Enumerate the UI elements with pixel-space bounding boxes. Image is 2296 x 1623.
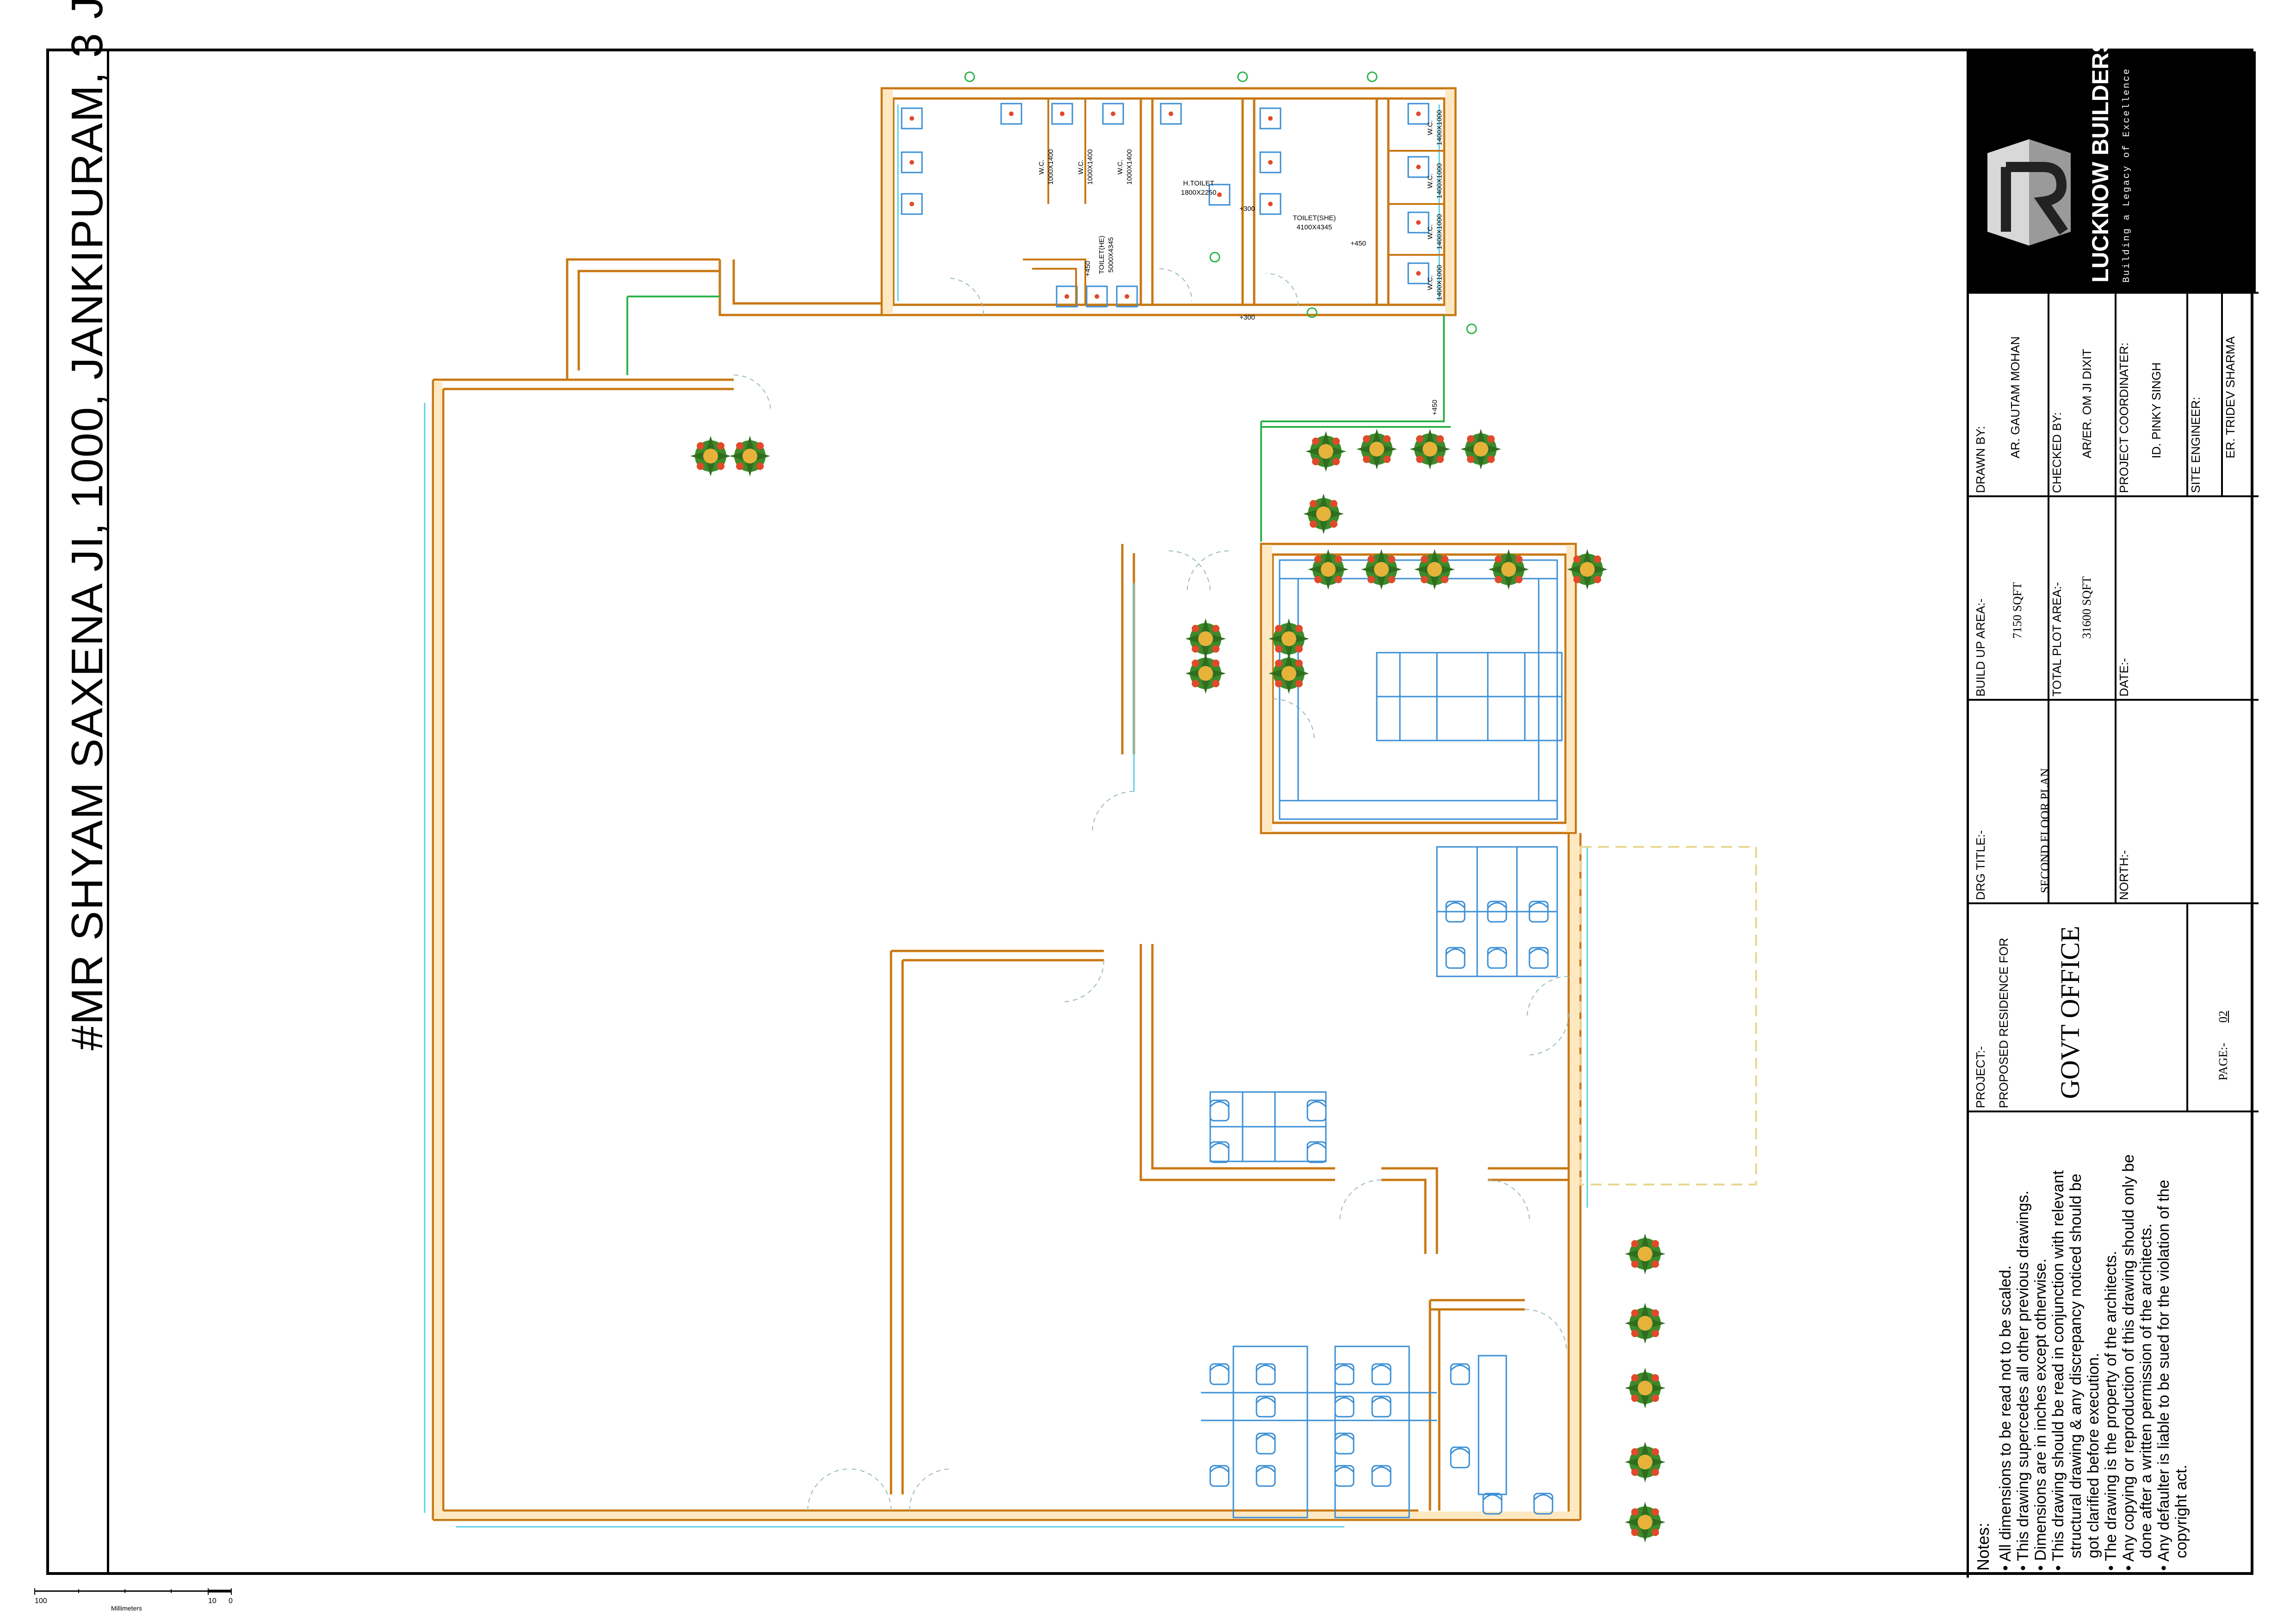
note-item: • Any copying or reproduction of this dr… (2120, 1154, 2137, 1571)
tb-divider (2115, 292, 2117, 902)
level-mark: +450 (1084, 261, 1092, 277)
phone-numbers: Office No:- 8810628933 , 9532736155 (2165, 102, 2177, 283)
note-item: • This drawing should be read in conjunc… (2049, 1170, 2067, 1571)
project-value: PROPOSED RESIDENCE FOR (1997, 938, 2011, 1108)
floor-plan: W.C. 1000X1400 W.C. 1000X1400 W.C. 1000X… (424, 71, 1757, 1543)
sanitary-fixtures (901, 103, 1430, 308)
email-address: Email:- lucknowbuildersoffice@gmail.com (2184, 68, 2196, 283)
note-item: • All dimensions to be read not to be sc… (1997, 1265, 2014, 1571)
level-mark: +450 (1431, 400, 1439, 415)
tb-divider (2221, 292, 2223, 495)
services-line-2: Modular Kitchen / Wardrobe / Elevation (2228, 85, 2240, 283)
coordinator-value: ID. PINKY SINGH (2149, 362, 2163, 458)
level-mark: +300 (1239, 205, 1255, 213)
page-number: 02 (2216, 1011, 2230, 1023)
scale-tick: 100 (35, 1597, 47, 1605)
room-size-wc5: 1400X1000 (1436, 163, 1443, 199)
conference-table (1279, 559, 1563, 820)
room-size-wc4: 1400X1000 (1436, 110, 1443, 146)
header-strip: #MR SHYAM SAXENA JI, 1000, JANKIPURAM, 3… (49, 0, 112, 1572)
room-label-wc7: W.C. (1426, 275, 1434, 290)
room-size-wc7: 1400X1000 (1436, 265, 1443, 301)
logo-panel: LUCKNOW BUILDERS Building a Legacy of Ex… (1969, 37, 2256, 292)
address-line-1: Corporate office - 5/737 ,sec -5 ,Amar S… (2137, 59, 2149, 283)
level-mark: +450 (1350, 240, 1366, 247)
date-label: DATE:- (2117, 658, 2131, 697)
note-item: got clarified before execution. (2085, 1352, 2102, 1558)
tb-divider (1969, 292, 2259, 294)
title-block: LUCKNOW BUILDERS Building a Legacy of Ex… (1967, 37, 2259, 1578)
room-label-htoilet: H.TOILET (1183, 179, 1214, 187)
build-up-value: 7150 SQFT (2011, 582, 2024, 639)
note-item: copyright act. (2172, 1464, 2190, 1558)
tb-divider (2048, 292, 2049, 902)
note-item: • Any defaulter is liable to be sued for… (2155, 1179, 2172, 1571)
room-label-wc2: W.C. (1077, 160, 1085, 175)
site-engineer-value: ER. TRIDEV SHARMA (2223, 336, 2237, 458)
tb-divider (1969, 495, 2259, 497)
room-size-toilet-he: 5000X4345 (1107, 237, 1115, 273)
build-up-label: BUILD UP AREA:- (1974, 599, 1987, 697)
room-size-wc1: 1000X1400 (1047, 149, 1055, 185)
client-name: GOVT OFFICE (2055, 926, 2085, 1099)
doors (733, 268, 1569, 1511)
north-label: NORTH:- (2117, 850, 2131, 900)
room-size-toilet-she: 4100X4345 (1297, 223, 1332, 231)
note-item: • The drawing is the property of the arc… (2102, 1251, 2120, 1571)
room-size-wc3: 1000X1400 (1126, 149, 1133, 185)
drg-title-value: SECOND FLOOR PLAN (2038, 768, 2052, 893)
tb-divider (1969, 902, 2259, 904)
room-label-wc1: W.C. (1038, 160, 1046, 175)
level-mark: +300 (1239, 314, 1255, 321)
drg-title-label: DRG TITLE:- (1974, 830, 1987, 900)
note-item: structural drawing & any discrepancy not… (2067, 1173, 2085, 1558)
note-item: • This drawing supercedes all other prev… (2014, 1190, 2032, 1571)
drawn-by-label: DRAWN BY: (1974, 426, 1987, 493)
project-label: PROJECT:- (1974, 1046, 1987, 1108)
room-size-htoilet: 1800X2250 (1181, 189, 1217, 197)
plot-area-value: 31600 SQFT (2080, 576, 2093, 639)
checked-by-value: AR/ER. OM JI DIXIT (2080, 349, 2094, 458)
windows (424, 105, 1588, 1528)
scale-bar: 100 10 0 Millimeters (34, 1588, 233, 1612)
room-label-wc3: W.C. (1116, 160, 1124, 175)
room-label-toilet-she: TOILET(SHE) (1293, 214, 1336, 222)
room-label-wc5: W.C. (1426, 173, 1434, 189)
outer-walls (432, 87, 1582, 1521)
planters (690, 429, 1665, 1543)
address-line-2: Path, Gomti Nagar Extension, Lucknow (2151, 97, 2163, 283)
drawing-frame: #MR SHYAM SAXENA JI, 1000, JANKIPURAM, 3… (46, 0, 2259, 1578)
scale-tick: 10 (208, 1597, 217, 1605)
site-engineer-label: SITE ENGINEER: (2189, 396, 2203, 493)
scale-tick: 0 (229, 1597, 233, 1605)
tb-divider (1969, 1111, 2259, 1112)
workstations (1201, 846, 1558, 1518)
tb-divider (2186, 292, 2188, 495)
notes-title: Notes: (1974, 1522, 1993, 1571)
tb-divider (2186, 902, 2188, 1111)
room-label-toilet-he: TOILET(HE) (1098, 235, 1106, 274)
plot-area-label: TOTAL PLOT AREA:- (2050, 582, 2064, 697)
company-logo (1987, 139, 2071, 246)
room-label-wc6: W.C. (1426, 224, 1434, 240)
brand-name: LUCKNOW BUILDERS (2087, 37, 2113, 283)
brand-tagline: Building a Legacy of Excellence (2122, 67, 2132, 283)
room-size-wc2: 1000X1400 (1086, 149, 1094, 185)
scale-unit: Millimeters (111, 1604, 142, 1612)
tb-divider (1969, 699, 2259, 701)
note-item: done after a written permission of the a… (2137, 1223, 2155, 1558)
note-item: • Dimensions are in inches except otherw… (2032, 1258, 2049, 1571)
room-label-wc4: W.C. (1426, 120, 1434, 136)
checked-by-label: CHECKED BY: (2050, 412, 2064, 493)
services-line-1: Architecture / Interior / Construction / (2214, 93, 2226, 283)
coordinator-label: PROJECT COORDINATER: (2117, 342, 2131, 493)
drawn-by-value: AR. GAUTAM MOHAN (2008, 336, 2022, 458)
room-size-wc6: 1400X1000 (1436, 214, 1443, 250)
page-label: PAGE:- (2216, 1043, 2230, 1080)
railing (626, 296, 1451, 542)
